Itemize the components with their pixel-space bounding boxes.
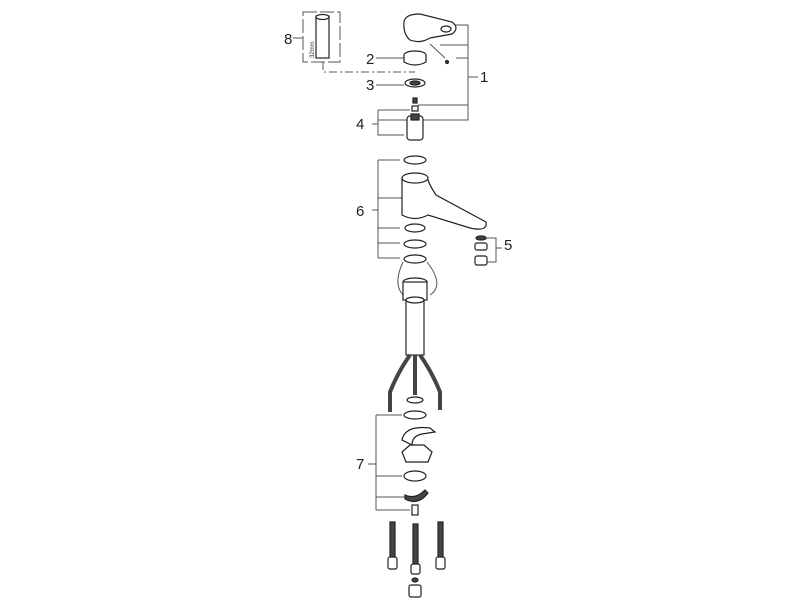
flat-washer — [403, 470, 427, 482]
mounting-tool: 32mm — [293, 11, 415, 73]
cartridge — [406, 113, 424, 141]
supply-hoses-upper — [388, 353, 442, 412]
half-washer — [401, 426, 437, 446]
screw — [412, 97, 418, 104]
threaded-nipple — [411, 504, 419, 516]
body-ring — [403, 155, 427, 165]
clip — [404, 489, 429, 503]
fixing-nut — [401, 444, 433, 463]
callout-7: 7 — [356, 456, 364, 473]
aerator-insert — [474, 242, 488, 251]
callout-6: 6 — [356, 203, 364, 220]
ring-nut-hole — [409, 80, 421, 86]
o-ring-seal — [403, 410, 427, 420]
washer — [406, 396, 424, 404]
callout-4: 4 — [356, 116, 364, 133]
callout-1: 1 — [480, 69, 488, 86]
mounting-shaft — [402, 277, 428, 356]
aerator-housing — [474, 255, 488, 266]
lever-handle — [403, 13, 457, 65]
callout-8: 8 — [284, 31, 292, 48]
cover-cap — [403, 50, 427, 66]
o-ring — [403, 254, 427, 264]
supply-hose-center — [408, 523, 422, 598]
o-ring — [404, 223, 426, 233]
supply-hose-cold — [387, 521, 398, 570]
spindle-adapter — [411, 105, 419, 112]
callout-2: 2 — [366, 51, 374, 68]
supply-hose-hot — [435, 521, 446, 570]
callout-5: 5 — [504, 237, 512, 254]
spout-body — [401, 172, 487, 230]
o-ring — [403, 239, 427, 249]
callout-3: 3 — [366, 77, 374, 94]
tool-dimension-label: 32mm — [310, 41, 316, 58]
aerator-seal — [475, 235, 487, 241]
